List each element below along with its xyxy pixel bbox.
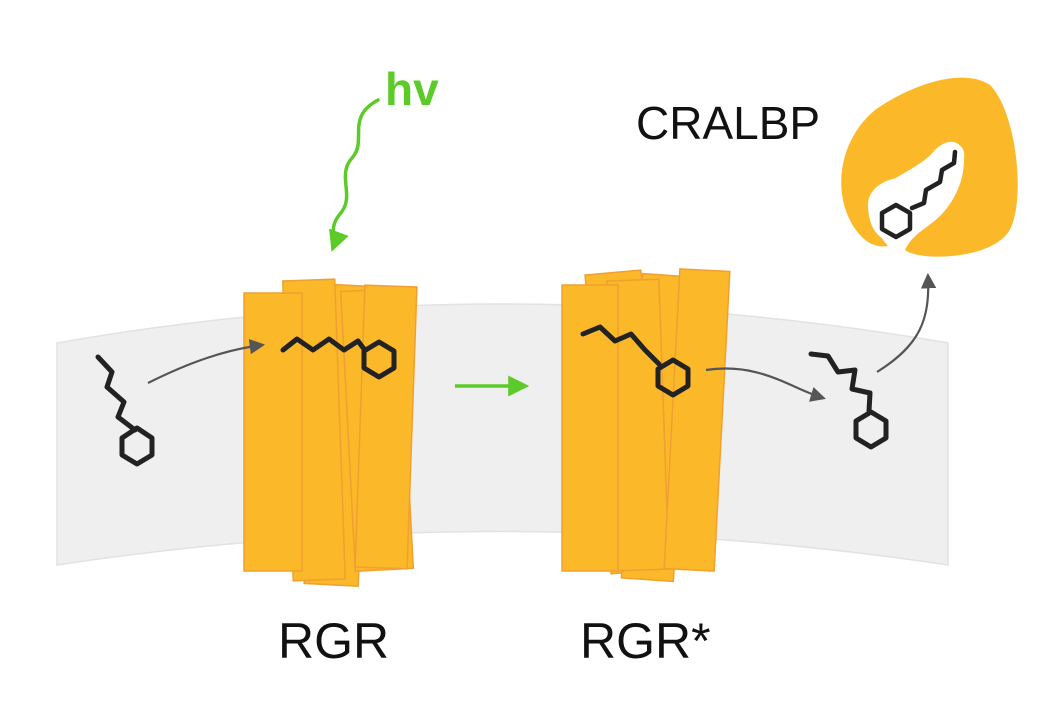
release-arrow [705, 367, 826, 402]
retinal-free-left [95, 354, 155, 467]
rgr-helix-bundle [243, 278, 418, 587]
light-label: hv [385, 63, 439, 115]
helix [354, 284, 418, 570]
cralbp-label: CRALBP [636, 97, 821, 149]
rgr-label: RGR [278, 613, 390, 669]
retinoid-molecules [95, 149, 958, 467]
retinal-bound-rgr-active [580, 324, 691, 398]
membrane [56, 303, 949, 566]
helix [561, 284, 619, 572]
cralbp-binding-pocket [868, 143, 965, 240]
helix [663, 268, 731, 572]
helix [243, 292, 303, 572]
cralbp-protein [841, 77, 1018, 257]
transfer-to-cralbp-arrow [876, 272, 937, 373]
rgr-active-helix-bundle [561, 268, 731, 583]
retinal-in-cralbp [879, 149, 958, 240]
light-wave-arrow [329, 98, 380, 252]
rgr-active-label: RGR* [580, 613, 711, 669]
uptake-arrow [147, 339, 266, 384]
retinal-bound-rgr [280, 336, 397, 380]
retinal-released-right [808, 351, 889, 450]
transfer-arrows [147, 272, 937, 402]
